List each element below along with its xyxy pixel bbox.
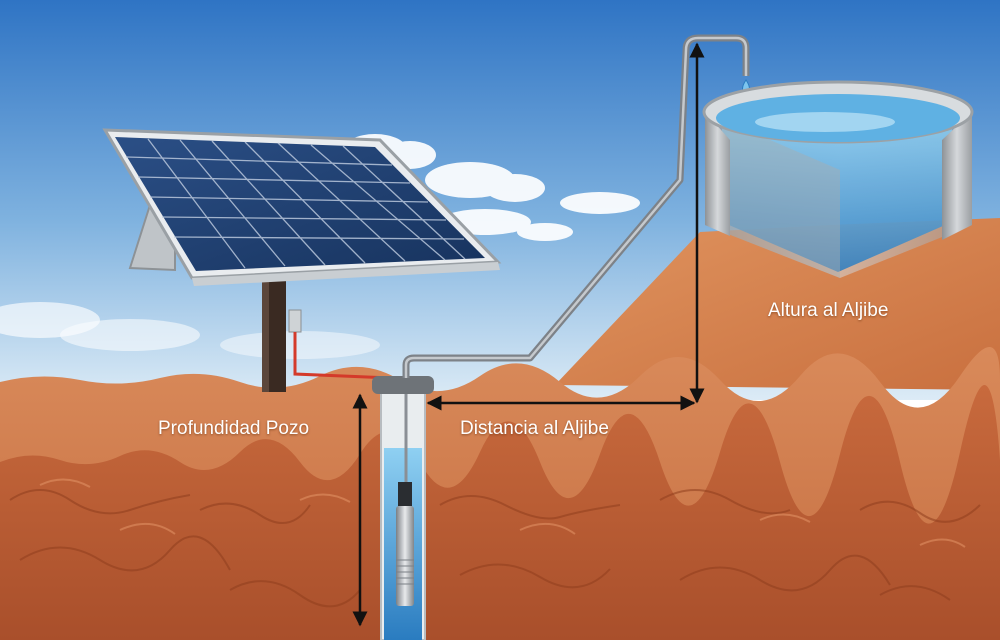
rock-texture [9, 489, 981, 608]
rock-highlights [39, 478, 966, 548]
label-height-to-tank: Altura al Aljibe [768, 300, 889, 321]
hill [555, 218, 1000, 390]
well-cap [372, 376, 434, 394]
label-distance-to-tank: Distancia al Aljibe [460, 418, 609, 439]
controller-box [288, 309, 302, 333]
label-well-depth: Profundidad Pozo [158, 418, 310, 439]
submersible-pump [396, 482, 414, 606]
solar-panel [102, 128, 502, 286]
rock-layer [0, 384, 1000, 640]
water-tank [702, 80, 974, 278]
